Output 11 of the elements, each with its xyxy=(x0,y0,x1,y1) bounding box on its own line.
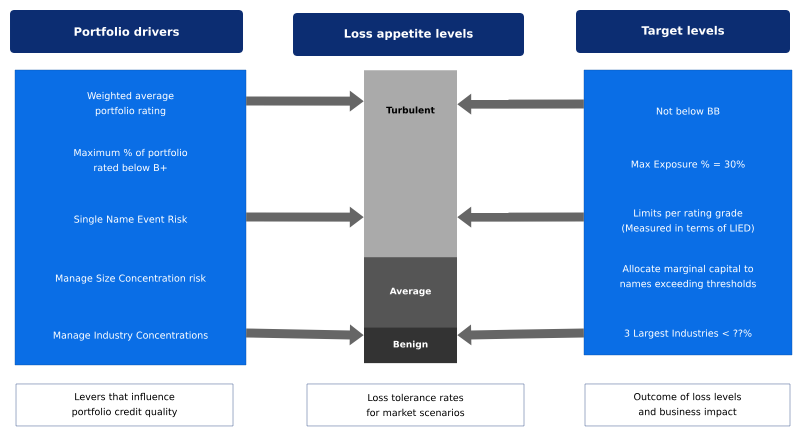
level-segment: Turbulent xyxy=(364,70,457,258)
driver-panel: Weighted average portfolio rating Maximum % of portfolio rated below B+ Single Name Event Risk Manage Size Concentration risk Manage Industry Concentrations xyxy=(14,70,246,366)
level-segment: Average xyxy=(364,257,457,328)
note-box: Levers that influence portfolio credit quality xyxy=(16,384,234,426)
header-box: Target levels xyxy=(576,10,790,53)
driver-panel: Not below BB Max Exposure % = 30% Limits per rating grade (Measured in terms of LIED) Allocate marginal capital to names exceeding thresholds 3 Largest Industries < ??% xyxy=(584,70,792,356)
note-box: Outcome of loss levels and business impact xyxy=(584,384,790,426)
header-box: Portfolio drivers xyxy=(10,10,243,53)
header-box: Loss appetite levels xyxy=(293,13,524,56)
note-box: Loss tolerance rates for market scenarios xyxy=(306,384,524,426)
level-segment: Benign xyxy=(364,327,457,364)
